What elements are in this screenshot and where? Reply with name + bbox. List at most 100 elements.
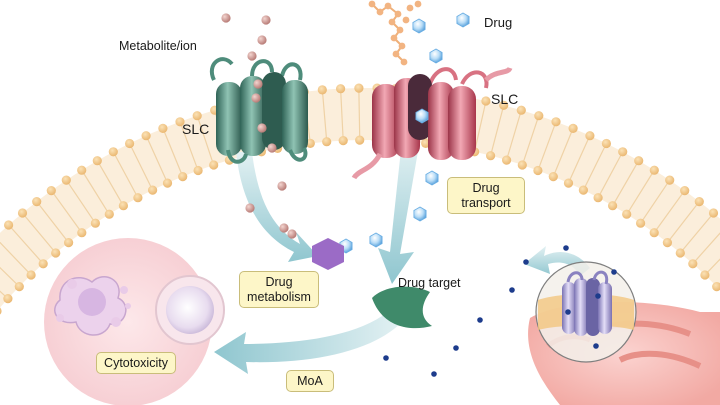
dot [595,293,601,299]
drug-target-icon [372,286,432,329]
dot [563,245,569,251]
lipid-head [193,165,203,176]
lipid-head [533,165,543,176]
dot [509,287,515,293]
lipid-tail [569,139,589,180]
dot [593,343,599,349]
lipid-tail [114,155,137,195]
metabolite-icon [257,35,267,45]
metabolite-icon [267,143,277,153]
lipid-tail [163,131,182,174]
dot [565,309,571,315]
lipid-tail [130,146,152,187]
metabolite-icon [247,51,257,61]
lipid-head [338,136,348,146]
lipid-tail [584,146,606,187]
drug-polymer-chain [368,0,422,66]
chain-bead [392,50,400,58]
lipid-tail [507,113,521,157]
metabolite-particles [221,13,297,239]
drug-transport-line1: Drug [472,181,500,195]
metabolite-ion-label: Metabolite/ion [119,39,197,53]
tissue-arrow [524,246,590,276]
lipid-head [516,105,526,115]
lipid-head [548,172,558,182]
lipid-head [694,197,704,207]
lipid-head [708,208,719,218]
slc-transporter-right [351,66,513,180]
lipid-head [649,165,659,175]
metabolism-enzyme-icon [312,238,344,270]
chain-bead [368,0,376,8]
chain-bead [388,18,396,26]
chain-bead [384,2,392,10]
lipid-head [578,185,589,195]
metabolism-arrow [236,152,318,262]
lipid-head [317,85,327,95]
lipid-head [0,307,2,315]
lipid-tail [68,183,94,221]
drug-target-label: Drug target [398,276,461,290]
cytotoxicity-box: Cytotoxicity [96,352,176,374]
lipid-tail [523,119,539,162]
lipid-head [662,238,673,248]
lipid-head [209,160,219,170]
drug-molecule-icon [429,48,443,64]
lipid-tail [147,139,167,180]
lipid-head [141,131,151,141]
lipid-tail [669,204,698,240]
slc-transporter-left [210,57,308,164]
moa-arrow [214,310,402,374]
lipid-tail [197,119,213,162]
lipid-head [104,209,114,219]
chain-bead [398,42,406,50]
lipid-head [322,137,332,147]
lipid-tail [707,258,720,273]
metabolite-icon [257,123,267,133]
chain-bead [396,26,404,34]
drug-metabolism-line1: Drug [265,275,293,289]
zoomed-slc-inset [535,261,637,363]
drug-metabolism-line2: metabolism [247,290,311,304]
lipid-head [175,117,185,127]
lipid-head [700,270,710,280]
lipid-head [148,185,158,195]
lipid-tails [0,88,720,308]
lipid-head [162,178,173,188]
drug-molecule-icon [413,206,427,222]
lipid-tail [474,104,486,149]
lipid-tail [642,183,668,221]
transport-arrow [378,140,420,284]
drug-dots [383,245,617,377]
metabolite-icon [245,203,255,213]
lipid-tail [628,173,653,212]
chain-bead [390,34,398,42]
slc-left-label: SLC [182,121,210,137]
lipid-head [712,282,720,292]
lipid-tail [98,163,122,203]
lipid-head [158,123,168,133]
lipid-head [499,100,509,110]
lipid-tail [656,193,683,230]
lipid-head [355,135,365,145]
lipid-head [118,201,128,211]
lipid-head [26,270,36,280]
lipid-head [680,186,690,196]
lipid-head [64,238,74,248]
metabolite-icon [261,15,271,25]
drug-molecule-icon [369,232,383,248]
lipid-head [502,155,512,165]
lipid-head [108,147,118,157]
lipid-head [38,259,48,269]
metabolite-icon [253,79,263,89]
lipid-tail [83,173,108,212]
lipid-tail [10,227,42,262]
lipid-head [90,218,100,228]
lipid-tail [0,241,29,273]
chain-bead [414,0,422,8]
lipid-head [125,138,135,149]
lipid-head [61,175,71,185]
lipid-head [665,175,675,185]
lipid-head [634,156,644,166]
